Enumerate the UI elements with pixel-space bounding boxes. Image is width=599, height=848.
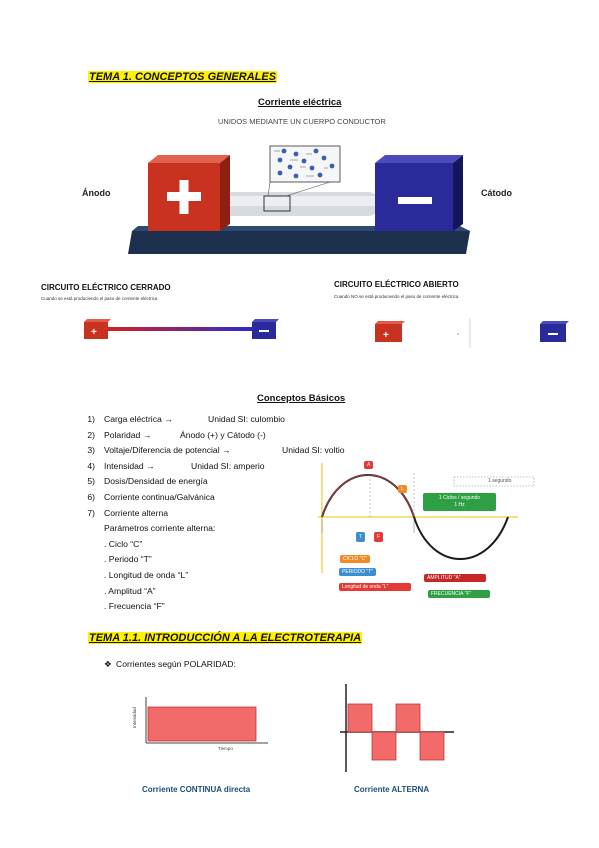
battery-illustration [128, 145, 470, 254]
dc-y-axis-label: Intensidad [132, 707, 137, 728]
ac-pulse [395, 703, 421, 733]
param-item: . Longitud de onda “L” [104, 569, 189, 580]
caption-dc: Corriente CONTINUA directa [142, 785, 251, 794]
list-item: 4)Intensidad →Unidad SI: amperio [87, 460, 265, 471]
tag-a: A [364, 461, 374, 469]
open-anode [375, 324, 402, 342]
one-second-label: 1 segundo [488, 478, 512, 484]
cathode-label: Cátodo [481, 188, 512, 198]
ac-pulse [371, 731, 397, 761]
minus-icon [398, 197, 432, 204]
tag-f: F [374, 532, 384, 542]
electron-zoom-box [269, 145, 341, 183]
open-circuit-diagram: + [375, 318, 569, 348]
dc-current-chart [145, 697, 268, 744]
closed-anode [84, 322, 108, 339]
list-item: 2)Polaridad →Ánodo (+) y Cátodo (-) [87, 429, 266, 440]
closed-circuit-desc: Cuando se está produciendo el paso de co… [41, 296, 158, 301]
svg-text:+: + [383, 330, 389, 341]
cycles-per-second-box: 1 Ciclos / segundo 1 Hz [423, 493, 496, 511]
section-title-1: TEMA 1. CONCEPTOS GENERALES [88, 71, 278, 83]
tag-l: L [398, 485, 407, 493]
plus-icon [167, 180, 201, 214]
param-item: . Ciclo “C” [104, 538, 143, 549]
tag-frecuencia: FRECUENCIA "F" [428, 590, 490, 598]
closed-circuit-title: CIRCUITO ELÉCTRICO CERRADO [41, 283, 171, 292]
list-item: 7)Corriente alterna [87, 507, 169, 518]
closed-circuit-diagram: + [84, 319, 279, 339]
ac-current-chart [340, 684, 454, 772]
conductor-base [128, 231, 470, 254]
tag-ciclo: CICLO "C" [340, 555, 370, 563]
polarity-bullet: ❖Corrientes según POLARIDAD: [104, 659, 236, 669]
list-item: 6)Corriente continua/Galvánica [87, 491, 215, 502]
open-circuit-desc: Cuando NO se está produciendo el paso de… [334, 294, 459, 299]
open-circuit-title: CIRCUITO ELÉCTRICO ABIERTO [334, 280, 459, 289]
ac-pulse [419, 731, 445, 761]
ac-wave-diagram [318, 463, 535, 573]
param-item: . Frecuencia “F” [104, 601, 165, 612]
diamond-bullet-icon: ❖ [104, 659, 112, 669]
params-title: Parámetros corriente alterna: [104, 523, 216, 534]
tag-longitud: Longitud de onda "L" [339, 583, 411, 591]
param-item: . Periodo “T” [104, 554, 152, 565]
list-item: 5)Dosis/Densidad de energía [87, 476, 208, 487]
basics-title: Conceptos Básicos [257, 393, 346, 404]
param-item: . Amplitud “A” [104, 585, 156, 596]
list-item: 3)Voltaje/Diferencia de potencial →Unida… [87, 445, 345, 456]
tag-periodo: PERIODO "T" [339, 568, 377, 576]
section-title-2: TEMA 1.1. INTRODUCCIÓN A LA ELECTROTERAP… [88, 632, 363, 644]
anode-label: Ánodo [82, 188, 111, 198]
subtitle-corriente: Corriente eléctrica [258, 97, 342, 108]
electron-icon [277, 148, 335, 179]
basics-list: 1)Carga eléctrica →Unidad SI: culombio 2… [68, 412, 345, 615]
ac-pulse [347, 703, 373, 733]
conductor-caption: UNIDOS MEDIANTE UN CUERPO CONDUCTOR [218, 117, 386, 126]
tag-amplitud: AMPLITUD "A" [424, 574, 486, 582]
dc-current-bar [147, 706, 257, 742]
caption-ac: Corriente ALTERNA [354, 785, 430, 794]
list-item: 1)Carga eléctrica →Unidad SI: culombio [87, 414, 285, 424]
svg-text:+: + [91, 327, 97, 338]
closed-wire [108, 327, 254, 331]
dc-x-axis-label: Tiempo [218, 746, 233, 751]
tag-t: T [356, 532, 366, 542]
one-second-box [453, 476, 535, 487]
